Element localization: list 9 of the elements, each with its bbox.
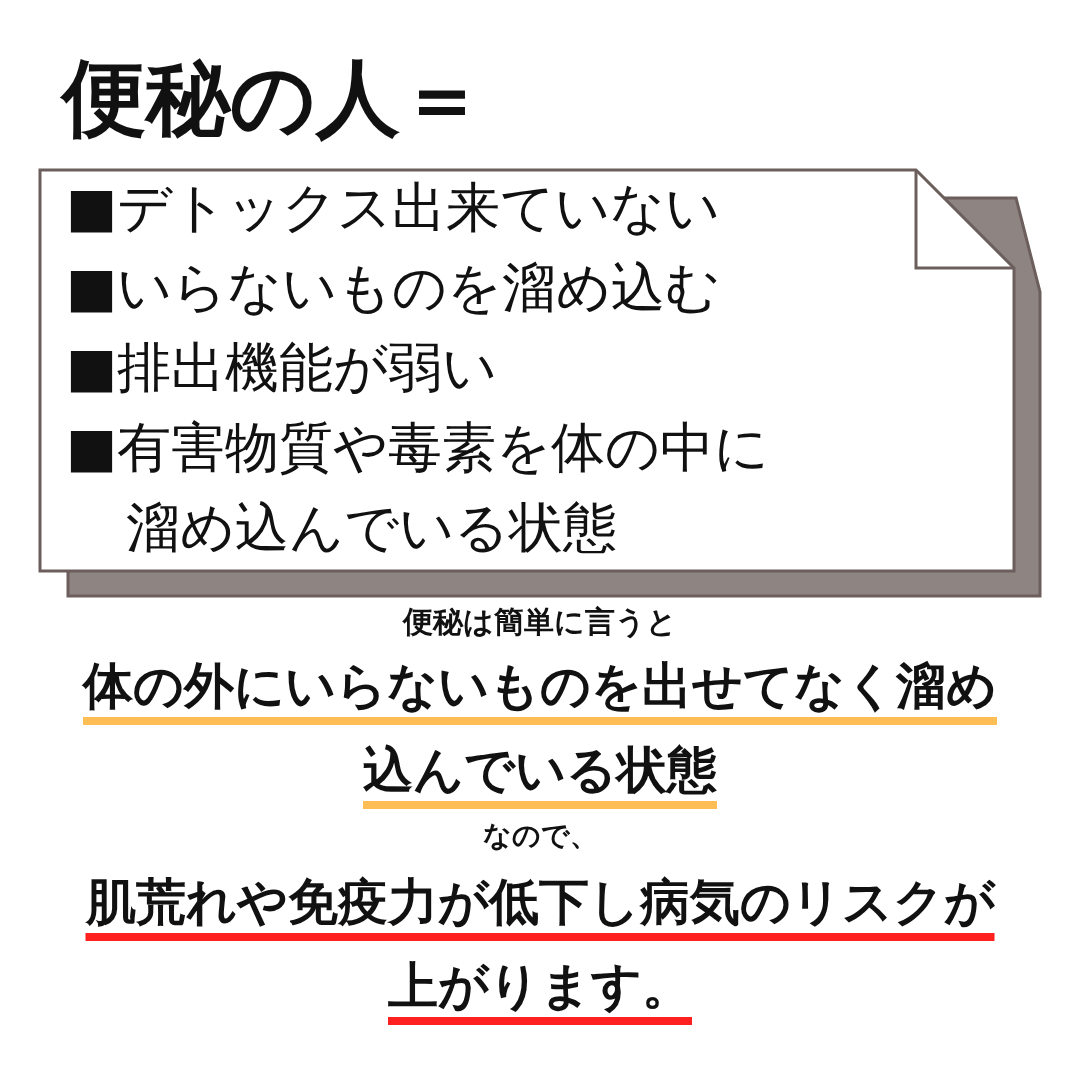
list-item: ■有害物質や毒素を体の中に溜め込んでいる状態 [66, 415, 771, 561]
highlighted-statement: 体の外にいらないものを出せてなく溜め込んでいる状態 [81, 656, 998, 801]
list-item: ■いらないものを溜め込む [66, 255, 722, 321]
list-item: ■デトックス出来ていない [66, 175, 722, 241]
heading: 便秘の人＝ [62, 48, 484, 149]
caption-text: 便秘は簡単に言うと [401, 603, 678, 641]
caption-text: なので、 [481, 818, 599, 854]
list-item: ■排出機能が弱い [66, 335, 499, 401]
highlighted-statement: 肌荒れや免疫力が低下し病気のリスクが上がります。 [84, 872, 997, 1017]
